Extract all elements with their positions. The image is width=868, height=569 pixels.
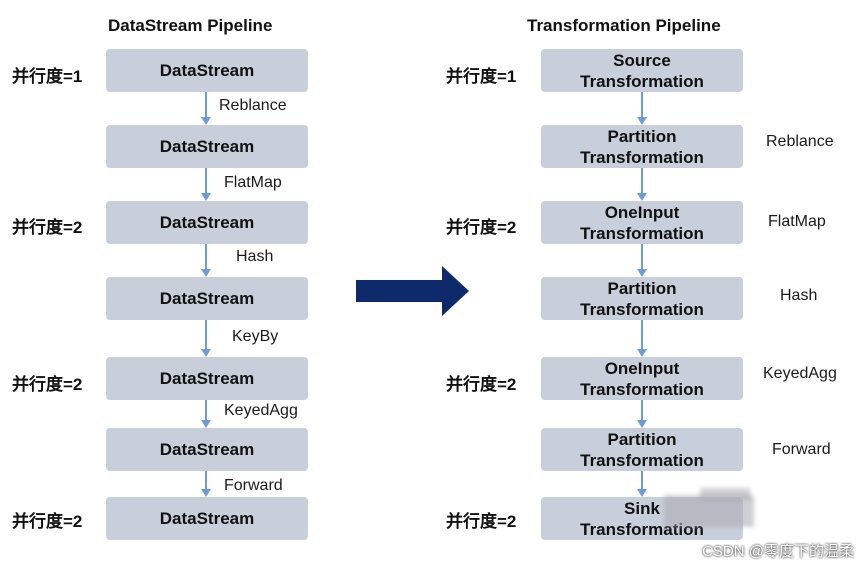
left-box-7: DataStream — [106, 497, 308, 540]
left-arrowhead-6 — [201, 489, 211, 497]
watermark-blur-2 — [700, 488, 750, 500]
left-box-6: DataStream — [106, 428, 308, 471]
watermark-blur — [664, 495, 754, 527]
right-box-partition-1-line2: Transformation — [580, 147, 704, 167]
left-arrowhead-2 — [201, 193, 211, 201]
right-connector-5 — [641, 400, 643, 421]
right-box-sink-line1: Sink — [624, 498, 660, 518]
left-connector-2 — [205, 168, 207, 194]
right-connector-2 — [641, 168, 643, 194]
left-label-hash: Hash — [236, 248, 274, 265]
left-parallelism-3: 并行度=2 — [12, 375, 83, 394]
right-label-flatmap: FlatMap — [768, 213, 826, 230]
right-parallelism-2: 并行度=2 — [446, 218, 517, 237]
right-pipeline-title: Transformation Pipeline — [527, 16, 721, 35]
right-box-oneinput-1-line2: Transformation — [580, 223, 704, 243]
right-box-partition-2-line1: Partition — [607, 278, 677, 298]
right-box-partition-3-line2: Transformation — [580, 450, 704, 470]
left-parallelism-1: 并行度=1 — [12, 67, 83, 86]
right-label-keyedagg: KeyedAgg — [763, 365, 837, 382]
right-connector-4 — [641, 320, 643, 350]
left-arrowhead-1 — [201, 117, 211, 125]
left-connector-6 — [205, 471, 207, 490]
right-box-partition-3-line1: Partition — [607, 429, 677, 449]
right-box-oneinput-2-line2: Transformation — [580, 379, 704, 399]
right-box-source-line2: Transformation — [580, 71, 704, 91]
left-connector-4 — [205, 320, 207, 350]
right-box-partition-1-line1: Partition — [607, 126, 677, 146]
right-connector-3 — [641, 244, 643, 270]
left-arrowhead-4 — [201, 349, 211, 357]
right-connector-1 — [641, 92, 643, 118]
right-arrowhead-5 — [637, 420, 647, 428]
right-box-source-line1: Source — [613, 50, 671, 70]
left-box-3: DataStream — [106, 201, 308, 244]
left-box-2: DataStream — [106, 125, 308, 168]
right-arrowhead-4 — [637, 349, 647, 357]
left-label-keyby: KeyBy — [232, 328, 279, 345]
right-box-partition-2-line2: Transformation — [580, 299, 704, 319]
watermark: CSDN @零度下的温柔 — [702, 543, 854, 560]
left-arrowhead-3 — [201, 269, 211, 277]
right-arrowhead-2 — [637, 193, 647, 201]
left-label-keyedagg: KeyedAgg — [224, 402, 298, 419]
left-box-1: DataStream — [106, 49, 308, 92]
left-parallelism-2: 并行度=2 — [12, 218, 83, 237]
right-arrowhead-6 — [637, 489, 647, 497]
right-parallelism-3: 并行度=2 — [446, 375, 517, 394]
left-arrowhead-5 — [201, 420, 211, 428]
right-label-reblance: Reblance — [766, 133, 834, 150]
right-connector-6 — [641, 471, 643, 490]
left-connector-5 — [205, 400, 207, 421]
right-label-forward: Forward — [772, 441, 831, 458]
transform-arrow-icon — [356, 266, 469, 316]
left-label-flatmap: FlatMap — [224, 174, 282, 191]
right-box-oneinput-2-line1: OneInput — [604, 358, 680, 378]
right-arrowhead-3 — [637, 269, 647, 277]
left-box-4: DataStream — [106, 277, 308, 320]
left-label-reblance: Reblance — [219, 97, 287, 114]
left-box-5: DataStream — [106, 357, 308, 400]
left-connector-1 — [205, 92, 207, 118]
right-label-hash: Hash — [780, 287, 818, 304]
right-arrowhead-1 — [637, 117, 647, 125]
left-label-forward: Forward — [224, 477, 283, 494]
left-connector-3 — [205, 244, 207, 270]
right-parallelism-1: 并行度=1 — [446, 67, 517, 86]
right-parallelism-4: 并行度=2 — [446, 512, 517, 531]
left-parallelism-4: 并行度=2 — [12, 512, 83, 531]
left-pipeline-title: DataStream Pipeline — [108, 16, 273, 35]
right-box-oneinput-1-line1: OneInput — [604, 202, 680, 222]
